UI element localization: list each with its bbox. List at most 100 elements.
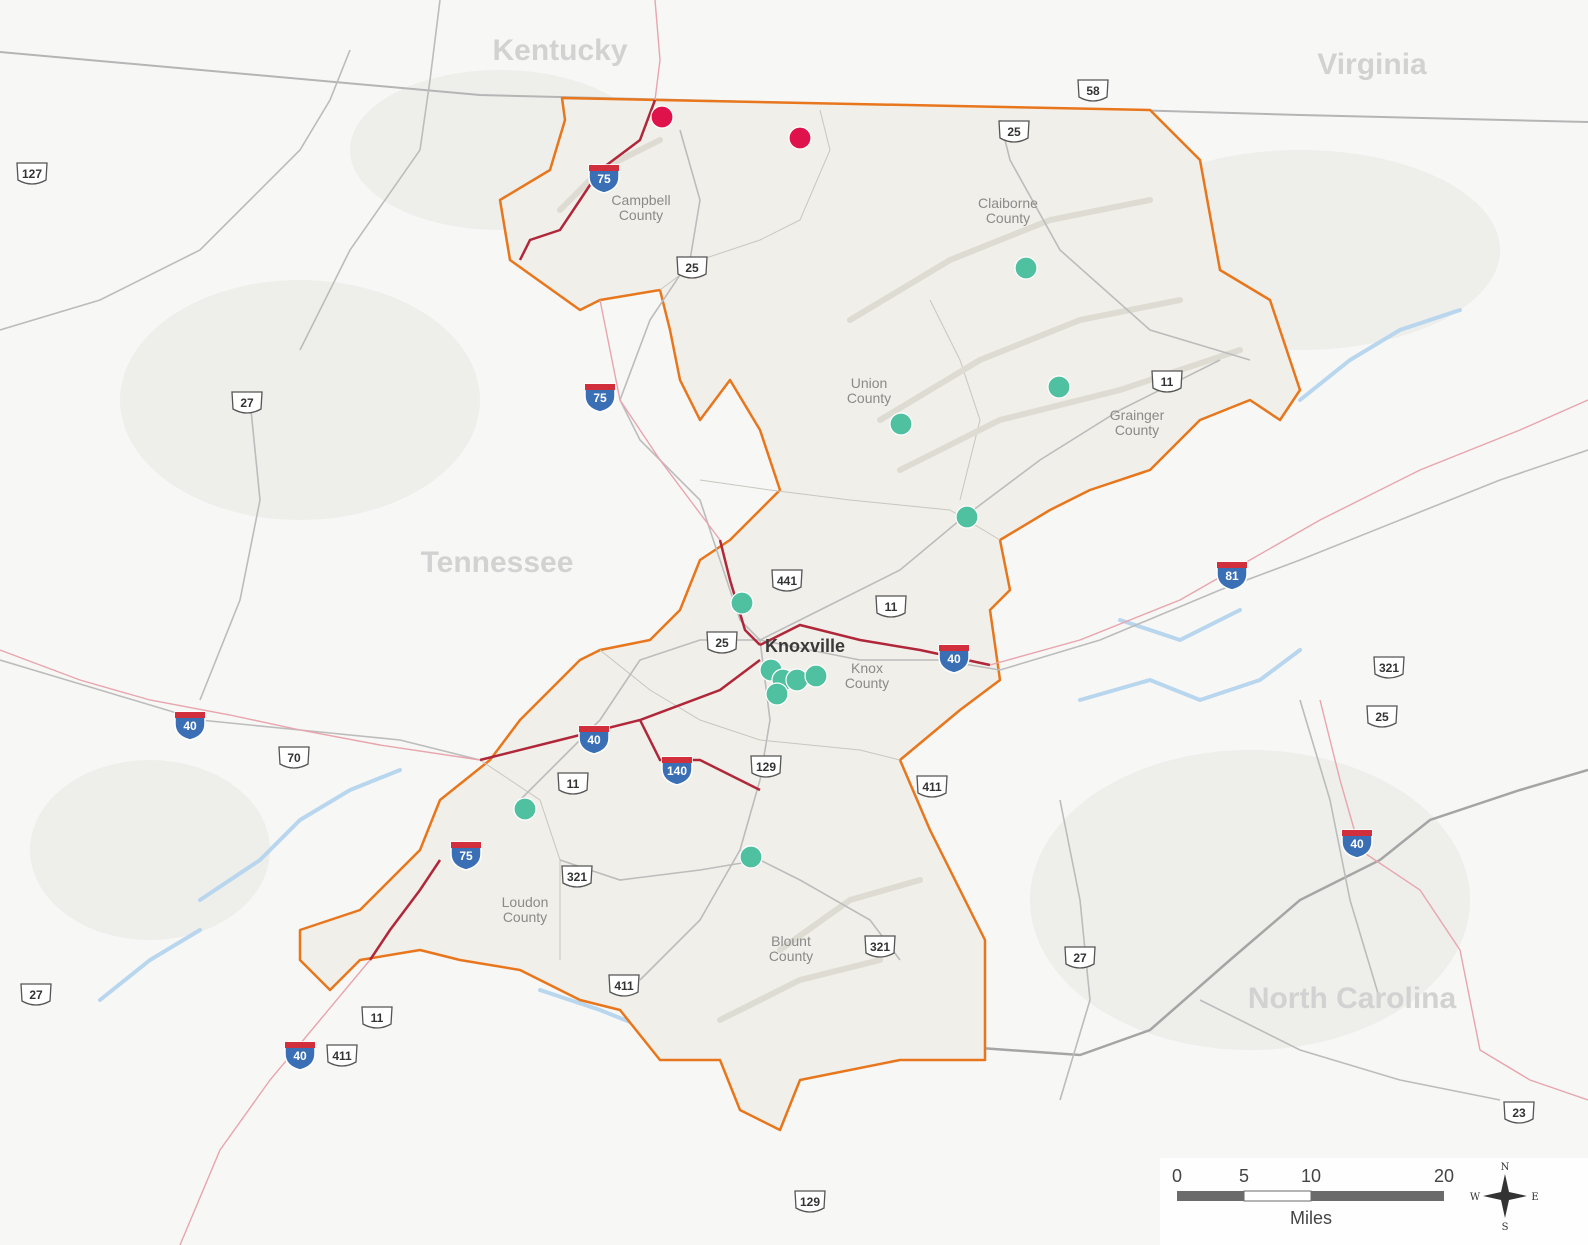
interstate-shield-icon: 40 [174,711,206,741]
svg-text:321: 321 [567,870,587,884]
svg-text:11: 11 [371,1011,384,1025]
svg-text:40: 40 [183,719,197,733]
scale-bar-background [1160,1158,1588,1245]
us-route-shield-icon: 27 [1064,946,1096,969]
us-route-shield-icon: 25 [1366,705,1398,728]
compass-rose: N S E W [1470,1162,1539,1233]
state-label-kentucky: Kentucky [492,34,627,67]
scale-bar: 0 5 10 20 Miles [1160,1158,1588,1245]
svg-text:411: 411 [614,979,634,993]
svg-text:321: 321 [870,940,890,954]
state-label-north-carolina: North Carolina [1248,982,1457,1015]
us-route-shield-icon: 411 [916,775,948,798]
compass-w: W [1470,1192,1481,1203]
svg-text:441: 441 [777,574,797,588]
us-route-shield-icon: 58 [1077,79,1109,102]
svg-text:321: 321 [1379,661,1399,675]
interstate-shield-icon: 40 [1341,829,1373,859]
compass-star-icon [1483,1174,1527,1218]
interstate-shield-icon: 75 [588,164,620,194]
red-location-marker[interactable] [650,105,674,129]
compass-n: N [1501,1162,1510,1173]
svg-text:411: 411 [332,1049,352,1063]
us-route-shield-icon: 127 [16,162,48,185]
svg-text:127: 127 [22,167,42,181]
us-route-shield-icon: 321 [561,865,593,888]
scale-tick-5: 5 [1239,1166,1249,1186]
teal-location-marker[interactable] [1014,256,1038,280]
us-route-shield-icon: 11 [361,1006,393,1029]
us-route-shield-icon: 27 [20,983,52,1006]
scale-unit-label: Miles [1290,1208,1332,1228]
state-label-virginia: Virginia [1317,48,1427,81]
us-route-shield-icon: 411 [608,974,640,997]
teal-location-marker[interactable] [804,664,828,688]
svg-text:140: 140 [667,764,687,778]
us-route-shield-icon: 11 [875,595,907,618]
interstate-shield-icon: 75 [450,841,482,871]
compass-s: S [1502,1222,1509,1233]
us-route-shield-icon: 411 [326,1044,358,1067]
svg-text:40: 40 [947,652,961,666]
svg-text:23: 23 [1512,1106,1526,1120]
us-route-shield-icon: 25 [676,256,708,279]
region-area [298,96,1302,1132]
svg-text:411: 411 [922,780,942,794]
svg-text:25: 25 [685,261,699,275]
svg-text:81: 81 [1225,569,1239,583]
svg-text:25: 25 [1375,710,1389,724]
svg-text:11: 11 [885,600,898,614]
compass-e: E [1531,1192,1538,1203]
us-route-shield-icon: 441 [771,569,803,592]
teal-location-marker[interactable] [955,505,979,529]
teal-location-marker[interactable] [513,797,537,821]
svg-text:58: 58 [1086,84,1100,98]
scale-tick-0: 0 [1172,1166,1182,1186]
svg-text:25: 25 [715,636,729,650]
svg-text:40: 40 [293,1049,307,1063]
ridge-lines [557,137,1243,1023]
us-route-shield-icon: 27 [231,391,263,414]
us-route-shield-icon: 129 [750,755,782,778]
svg-text:40: 40 [587,733,601,747]
location-markers [513,105,1071,869]
scale-tick-10: 10 [1301,1166,1321,1186]
us-route-shield-icon: 321 [1373,656,1405,679]
red-location-marker[interactable] [788,126,812,150]
svg-text:27: 27 [1073,951,1087,965]
svg-text:27: 27 [240,396,254,410]
teal-location-marker[interactable] [739,845,763,869]
interstate-shield-icon: 75 [584,383,616,413]
teal-location-marker[interactable] [889,412,913,436]
interstate-shield-icon: 81 [1216,561,1248,591]
teal-location-marker[interactable] [730,591,754,615]
us-route-shield-icon: 25 [998,120,1030,143]
svg-text:75: 75 [597,172,611,186]
us-route-shield-icon: 11 [1151,370,1183,393]
teal-location-marker[interactable] [765,682,789,706]
us-route-shield-icon: 129 [794,1190,826,1213]
teal-location-marker[interactable] [1047,375,1071,399]
teal-location-marker[interactable] [785,668,809,692]
svg-text:27: 27 [29,988,43,1002]
svg-text:75: 75 [593,391,607,405]
scale-segment-1 [1177,1191,1244,1201]
svg-text:70: 70 [287,751,301,765]
interstate-shield-icon: 40 [578,725,610,755]
us-route-shield-icon: 321 [864,935,896,958]
svg-text:40: 40 [1350,837,1364,851]
interstate-shield-icon: 140 [661,756,693,786]
city-label-knoxville: Knoxville [765,636,845,656]
state-label-tennessee: Tennessee [421,546,574,579]
svg-text:25: 25 [1007,125,1021,139]
svg-text:11: 11 [567,777,580,791]
scale-segment-2 [1243,1190,1312,1202]
